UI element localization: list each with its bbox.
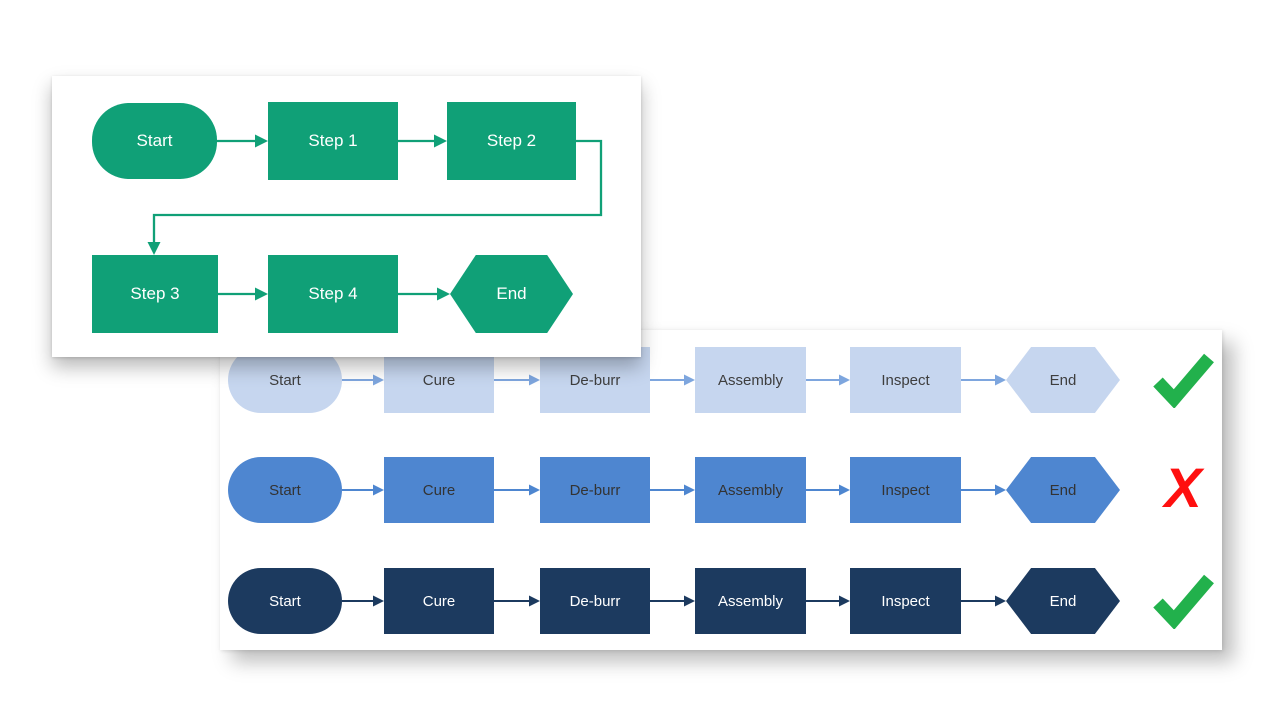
flow-node-label: Inspect [881, 371, 930, 389]
flow-node-label: Assembly [717, 592, 784, 610]
check-icon [1153, 574, 1214, 629]
flow-node-label: Step 4 [308, 284, 358, 303]
flow-node-inspect: Inspect [850, 347, 961, 413]
flow-node-label: De-burr [569, 481, 621, 499]
flow-node-start: Start [228, 457, 342, 523]
blue-flowchart-panel: Start Cure De-burr Assembly Inspect End … [220, 330, 1222, 650]
flow-row-dark: Start Cure De-burr Assembly Inspect End [220, 568, 1222, 634]
flow-node-deburr: De-burr [540, 347, 650, 413]
flow-node-step3: Step 3 [92, 255, 218, 333]
flow-node-label: Assembly [717, 371, 784, 389]
flow-node-start: Start [92, 103, 217, 179]
flow-node-end: End [1006, 347, 1120, 413]
flow-node-label: Cure [422, 592, 456, 610]
flow-node-label: End [496, 284, 527, 303]
flow-node-label: Assembly [717, 481, 784, 499]
flow-node-inspect: Inspect [850, 568, 961, 634]
flow-node-label: Inspect [881, 481, 930, 499]
flow-node-deburr: De-burr [540, 457, 650, 523]
flow-node-assembly: Assembly [695, 568, 806, 634]
flow-node-step2: Step 2 [447, 102, 576, 180]
flow-node-label: End [1049, 481, 1077, 499]
flow-node-label: Step 1 [308, 131, 358, 150]
flow-node-label: De-burr [569, 371, 621, 389]
flow-node-label: Start [269, 481, 301, 499]
flow-node-label: De-burr [569, 592, 621, 610]
flow-node-label: End [1049, 592, 1077, 610]
flow-node-label: Inspect [881, 592, 930, 610]
flow-node-label: Cure [422, 481, 456, 499]
flow-node-inspect: Inspect [850, 457, 961, 523]
flow-node-start: Start [228, 347, 342, 413]
flow-node-step4: Step 4 [268, 255, 398, 333]
flow-row-medium: Start Cure De-burr Assembly Inspect End … [220, 457, 1222, 523]
flow-node-step1: Step 1 [268, 102, 398, 180]
flow-node-label: End [1049, 371, 1077, 389]
flow-node-cure: Cure [384, 347, 494, 413]
flow-node-cure: Cure [384, 568, 494, 634]
verdict-pass [1148, 568, 1218, 634]
flow-node-label: Step 3 [130, 284, 180, 303]
flow-node-end: End [1006, 568, 1120, 634]
flow-node-assembly: Assembly [695, 457, 806, 523]
check-icon [1153, 353, 1214, 408]
cross-icon: X [1164, 456, 1202, 519]
flow-row-light: Start Cure De-burr Assembly Inspect End [220, 347, 1222, 413]
flow-node-assembly: Assembly [695, 347, 806, 413]
green-flowchart-panel: Start Step 1 Step 2 Step 3 Step 4 End [52, 76, 641, 357]
verdict-pass [1148, 347, 1218, 413]
flow-node-label: Start [269, 592, 301, 610]
flow-node-label: Cure [422, 371, 456, 389]
flow-node-label: Start [269, 371, 301, 389]
flow-node-cure: Cure [384, 457, 494, 523]
flow-node-label: Step 2 [486, 131, 537, 150]
flow-node-start: Start [228, 568, 342, 634]
flow-node-deburr: De-burr [540, 568, 650, 634]
flow-node-end: End [450, 255, 573, 333]
flow-node-label: Start [136, 131, 173, 150]
flow-node-end: End [1006, 457, 1120, 523]
verdict-fail: X [1148, 457, 1218, 523]
